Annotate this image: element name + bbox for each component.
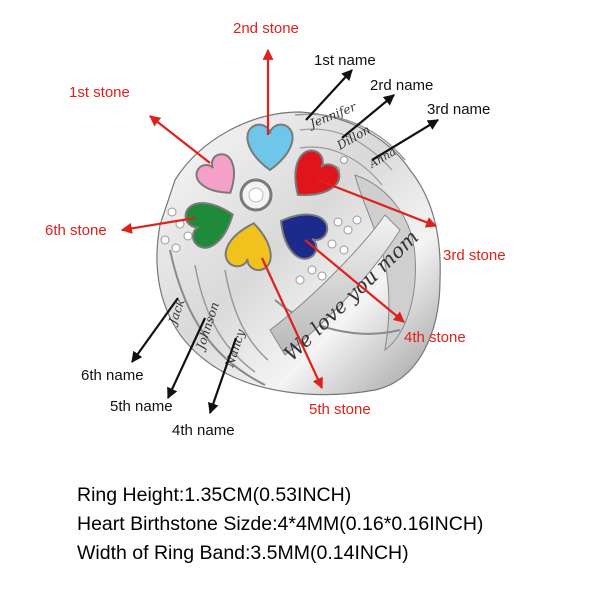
label-1st-stone: 1st stone	[69, 84, 130, 101]
arrow-4th-stone	[304, 239, 405, 323]
yellow-heart-stone	[224, 222, 272, 272]
label-2nd-name: 2rd name	[370, 77, 434, 94]
label-2nd-stone: 2nd stone	[233, 20, 299, 37]
label-6th-stone: 6th stone	[45, 222, 107, 239]
label-6th-name: 6th name	[81, 367, 144, 384]
stone-arrows	[120, 48, 438, 389]
label-5th-stone: 5th stone	[309, 401, 371, 418]
label-3rd-name: 3rd name	[427, 101, 491, 118]
arrow-3rd-stone	[317, 178, 438, 228]
arrow-5th-stone	[261, 257, 323, 389]
name-arrows	[131, 69, 439, 415]
spec-ring-height: Ring Height:1.35CM(0.53INCH)	[77, 484, 352, 506]
label-5th-name: 5th name	[110, 398, 173, 415]
arrow-1st-stone	[149, 115, 211, 164]
blue-heart-stone	[246, 123, 294, 172]
accent-diamonds	[160, 156, 362, 285]
spec-stone-size: Heart Birthstone Sizde:4*4MM(0.16*0.16IN…	[77, 513, 484, 535]
arrow-6th-stone	[120, 216, 196, 234]
arrow-3rd-name	[371, 119, 439, 161]
label-1st-name: 1st name	[314, 52, 376, 69]
label-4th-stone: 4th stone	[404, 329, 466, 346]
arrow-4th-name	[208, 337, 238, 415]
label-3rd-stone: 3rd stone	[443, 247, 506, 264]
arrow-2nd-name	[341, 94, 395, 139]
spec-band-width: Width of Ring Band:3.5MM(0.14INCH)	[77, 542, 409, 564]
label-4th-name: 4th name	[172, 422, 235, 439]
pink-heart-stone	[195, 153, 235, 194]
green-heart-stone	[184, 202, 234, 249]
arrow-5th-name	[167, 317, 206, 399]
arrow-1st-name	[305, 69, 353, 121]
arrow-6th-name	[131, 297, 179, 363]
